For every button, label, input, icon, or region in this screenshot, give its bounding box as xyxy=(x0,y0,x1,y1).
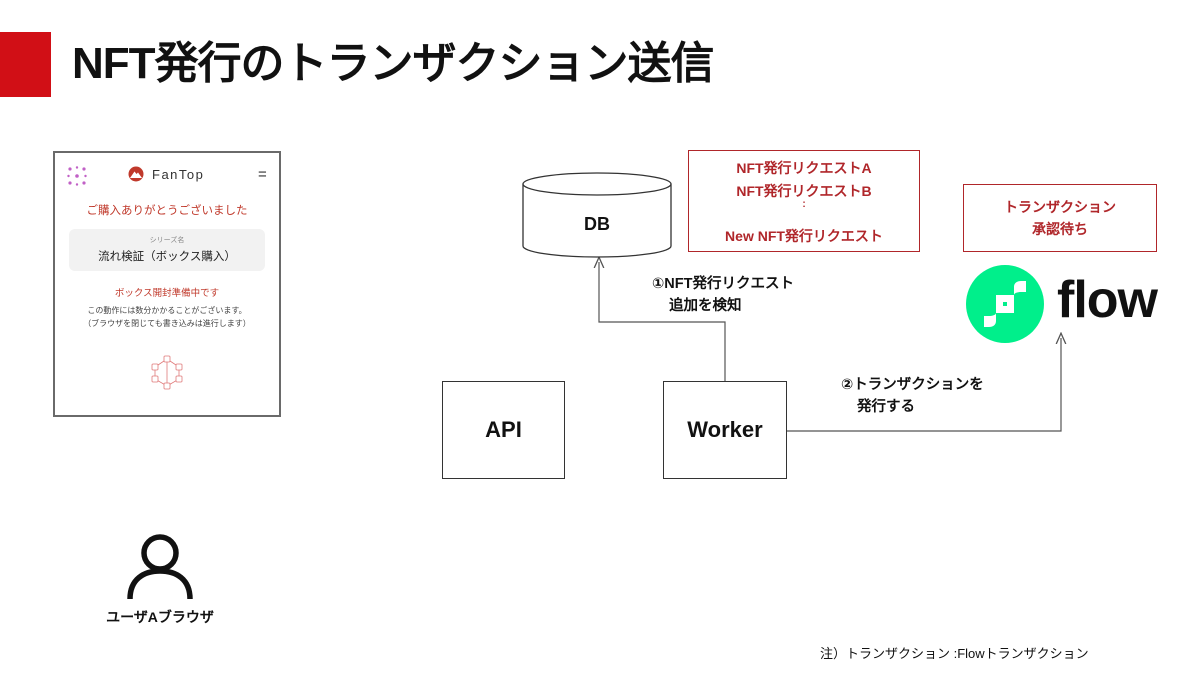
step2-label-line1: ②トランザクションを xyxy=(841,377,984,393)
request-item: NFT発行リクエストB xyxy=(736,183,872,199)
request-list-box: NFT発行リクエストA NFT発行リクエストB : New NFT発行リクエスト xyxy=(688,150,920,252)
tx-status-line-1: トランザクション xyxy=(1004,199,1116,215)
preparing-status-text: ボックス開封準備中です xyxy=(114,288,220,299)
user-icon xyxy=(127,534,193,600)
slide-title: NFT発行のトランザクション送信 xyxy=(72,39,715,88)
app-brand: FanTop xyxy=(127,166,204,182)
series-value: 流れ検証（ボックス購入） xyxy=(98,251,236,263)
db-cylinder xyxy=(522,172,672,258)
purchase-thanks-text: ご購入ありがとうございました xyxy=(86,205,248,217)
fantop-logo-icon xyxy=(67,166,87,186)
menu-icon[interactable]: = xyxy=(258,166,267,183)
step1-label-line2: 追加を検知 xyxy=(669,298,742,314)
flow-logo-icon xyxy=(966,265,1044,343)
flow-wordmark: flow xyxy=(1057,271,1158,329)
footnote: 注）トランザクション :Flowトランザクション xyxy=(820,646,1089,661)
request-item: NFT発行リクエストA xyxy=(736,160,872,176)
user-label: ユーザAブラウザ xyxy=(106,609,214,625)
api-label: API xyxy=(485,417,522,442)
series-card: シリーズ名 流れ検証（ボックス購入） xyxy=(69,229,265,271)
mountain-icon xyxy=(128,166,144,182)
db-label: DB xyxy=(584,214,610,234)
worker-label: Worker xyxy=(687,417,763,442)
request-ellipsis: : xyxy=(802,199,806,210)
brand-name: FanTop xyxy=(152,166,205,182)
notice-line-1: この動作には数分かかることがございます。 xyxy=(87,306,247,315)
title-accent-bar xyxy=(0,32,51,97)
tx-status-line-2: 承認待ち xyxy=(1032,221,1088,237)
tx-status-box: トランザクション 承認待ち xyxy=(963,184,1157,252)
phone-screen: FanTop = ご購入ありがとうございました シリーズ名 流れ検証（ボックス購… xyxy=(53,151,281,417)
step2-label-line2: 発行する xyxy=(857,399,915,415)
api-box: API xyxy=(442,381,565,479)
series-label: シリーズ名 xyxy=(149,237,185,244)
request-item: New NFT発行リクエスト xyxy=(725,228,883,244)
step1-label-line1: ①NFT発行リクエスト xyxy=(652,276,794,292)
network-loading-icon xyxy=(151,355,183,390)
worker-box: Worker xyxy=(663,381,787,479)
notice-line-2: （ブラウザを閉じても書き込みは進行します） xyxy=(83,319,251,328)
